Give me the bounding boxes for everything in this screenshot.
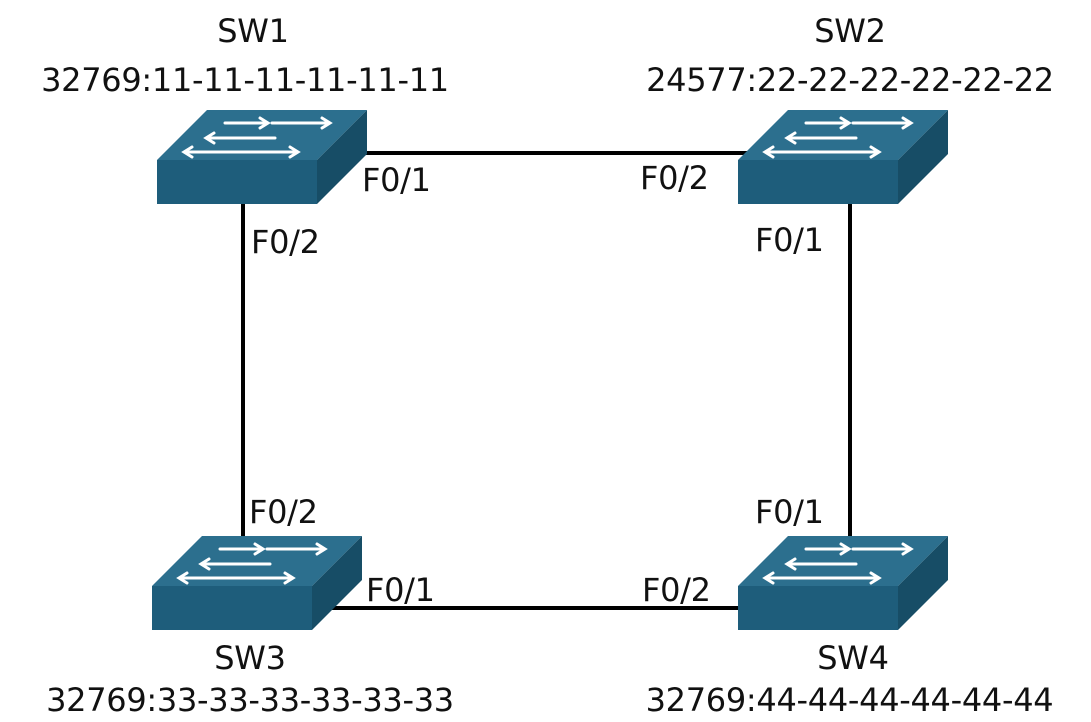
port-label-sw3-f0-2: F0/2 <box>249 493 318 531</box>
switch-sw3[interactable] <box>150 534 364 632</box>
port-label-sw4-f0-2: F0/2 <box>642 571 711 609</box>
switch-icon <box>736 534 950 632</box>
port-label-sw2-f0-1: F0/1 <box>755 221 824 259</box>
switch-name-sw3: SW3 <box>214 639 286 677</box>
bridge-id-sw3: 32769:33-33-33-33-33-33 <box>46 681 454 719</box>
switch-icon <box>736 108 950 206</box>
port-label-sw2-f0-2: F0/2 <box>640 159 709 197</box>
switch-name-sw4: SW4 <box>817 639 889 677</box>
bridge-id-sw2: 24577:22-22-22-22-22-22 <box>646 61 1054 99</box>
switch-icon <box>155 108 369 206</box>
switch-name-sw2: SW2 <box>814 12 886 50</box>
switch-sw4[interactable] <box>736 534 950 632</box>
bridge-id-sw1: 32769:11-11-11-11-11-11 <box>41 61 449 99</box>
links <box>241 151 852 610</box>
switch-icon <box>150 534 364 632</box>
port-label-sw1-f0-1: F0/1 <box>362 161 431 199</box>
switch-sw2[interactable] <box>736 108 950 206</box>
port-label-sw3-f0-1: F0/1 <box>366 571 435 609</box>
port-label-sw1-f0-2: F0/2 <box>251 223 320 261</box>
switch-name-sw1: SW1 <box>217 12 289 50</box>
port-label-sw4-f0-1: F0/1 <box>755 493 824 531</box>
bridge-id-sw4: 32769:44-44-44-44-44-44 <box>645 681 1054 719</box>
switch-sw1[interactable] <box>155 108 369 206</box>
